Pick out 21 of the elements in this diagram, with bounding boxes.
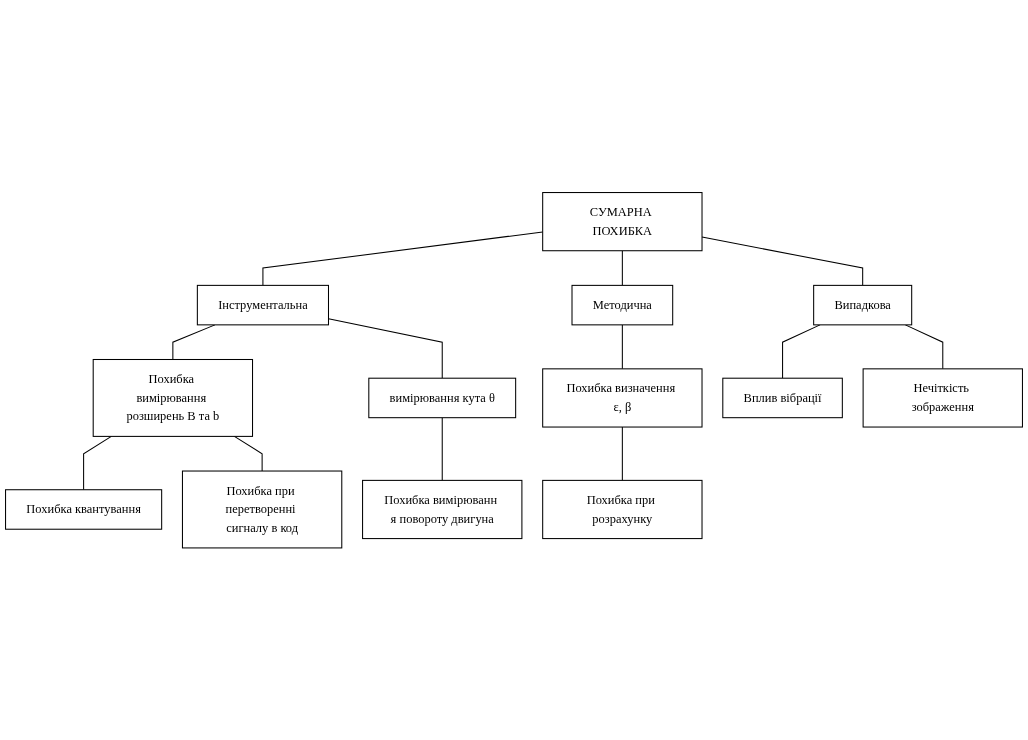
connector bbox=[621, 324, 623, 370]
connector bbox=[621, 426, 623, 481]
node-box: вимірювання кута θ bbox=[368, 377, 517, 418]
node-box: Похибка при розрахунку bbox=[542, 479, 703, 539]
node-box: Методична bbox=[571, 284, 674, 326]
node-box: СУМАРНА ПОХИБКА bbox=[542, 191, 703, 251]
connector bbox=[782, 324, 821, 379]
connector bbox=[233, 435, 263, 472]
connector bbox=[83, 435, 112, 490]
node-box: Випадкова bbox=[813, 284, 913, 326]
node-box: Нечіткість зображення bbox=[862, 368, 1023, 428]
connector bbox=[621, 250, 623, 286]
node-box: Вплив вібрації bbox=[722, 377, 843, 418]
connector bbox=[172, 324, 216, 360]
node-box: Похибка вимірюванн я повороту двигуна bbox=[362, 479, 523, 539]
node-box: Похибка квантування bbox=[5, 489, 163, 530]
node-box: Похибка визначення ε, β bbox=[542, 368, 703, 428]
node-box: Інструментальна bbox=[196, 284, 329, 326]
node-box: Похибка вимірювання розширень B та b bbox=[92, 358, 254, 437]
connector bbox=[441, 416, 443, 481]
node-box: Похибка при перетворенні сигналу в код bbox=[181, 470, 343, 549]
